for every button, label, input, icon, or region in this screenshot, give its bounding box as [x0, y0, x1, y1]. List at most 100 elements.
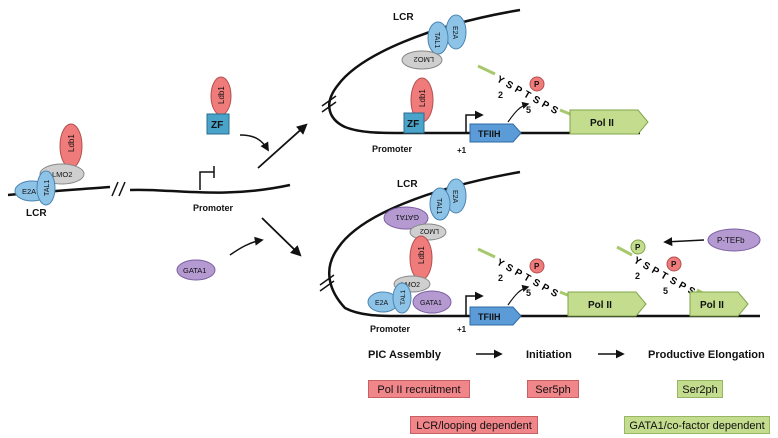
- ldb1-label: Ldb1: [217, 86, 226, 104]
- arrow-to-bottom: [261, 217, 302, 257]
- kinase-arrow: [507, 284, 530, 306]
- pol2-complex: [569, 109, 649, 135]
- stage-initiation: Initiation: [526, 349, 572, 361]
- phospho-label: P: [671, 260, 677, 269]
- zf-label: ZF: [407, 119, 419, 130]
- dna-loop-bottom: [328, 170, 760, 318]
- zf-domain: [206, 113, 230, 135]
- gata1-free-protein: [176, 259, 216, 281]
- tal1-label: TAL1: [400, 290, 407, 305]
- promoter-label: Promoter: [193, 203, 234, 213]
- break-mark: [321, 95, 337, 107]
- ctd-residue: S: [641, 260, 653, 273]
- lcr-label: LCR: [393, 12, 414, 23]
- ctd-residue: S: [549, 104, 561, 117]
- e2a-label: E2A: [451, 190, 458, 204]
- ctd-residue: Y: [495, 74, 507, 87]
- ctd-residue: P: [513, 267, 525, 280]
- tfiih-complex: [469, 123, 522, 143]
- e2a-label: E2A: [375, 300, 389, 307]
- pol2-complex: [567, 291, 647, 317]
- ser5-index: 5: [526, 288, 531, 298]
- pol2-complex: [689, 291, 749, 317]
- ctd-residue: S: [549, 287, 561, 300]
- break-mark: [118, 181, 126, 197]
- pol2-label: Pol II: [590, 118, 614, 129]
- ser2-index: 2: [498, 273, 503, 283]
- arrow-to-top: [257, 123, 308, 169]
- lmo2-protein: [401, 50, 443, 70]
- stage-row: PIC Assembly Initiation Productive Elong…: [368, 349, 765, 361]
- ctd-residue: S: [531, 94, 543, 107]
- lmo2-label: LMO2: [414, 55, 434, 64]
- ctd-residue: S: [504, 262, 516, 275]
- ldb1-label: Ldb1: [67, 134, 76, 152]
- ser2-index: 2: [635, 271, 640, 281]
- e2a-label: E2A: [451, 26, 458, 40]
- gata1-label: GATA1: [420, 300, 442, 307]
- ctd-residue: S: [531, 277, 543, 290]
- ctd-residue: T: [522, 89, 533, 102]
- lmo2-label: LMO2: [420, 227, 439, 234]
- ctd-residue: P: [677, 280, 689, 293]
- curved-arrow: [229, 236, 264, 256]
- ser5ph-box: Ser5ph: [527, 380, 579, 398]
- ctd-residue: T: [522, 272, 533, 285]
- phospho-label: P: [534, 80, 540, 89]
- tfiih-complex: [469, 306, 522, 326]
- tal1-label: TAL1: [44, 180, 51, 196]
- plus-one-label: +1: [457, 146, 467, 155]
- phospho-label: P: [635, 243, 641, 252]
- zf-domain: [403, 112, 425, 134]
- stage-elongation: Productive Elongation: [648, 349, 765, 361]
- gata1-label: GATA1: [183, 266, 206, 275]
- gata1-dependent-box: GATA1/co-factor dependent: [624, 416, 770, 434]
- tfiih-label: TFIIH: [478, 312, 501, 322]
- ctd-residue: P: [650, 265, 662, 278]
- pol2-label: Pol II: [588, 300, 612, 311]
- promoter-label: Promoter: [370, 324, 411, 334]
- bottom-panel: LCR E2A TAL1 GATA1 LMO2 Ldb1 LMO2 E2A TA…: [319, 170, 761, 334]
- left-panel: Promoter Ldb1 LMO2 E2A TAL1 LCR Ldb1 ZF …: [7, 76, 308, 281]
- tss-arrow: [465, 291, 484, 316]
- lmo2-label: LMO2: [52, 170, 72, 179]
- tfiih-label: TFIIH: [478, 129, 501, 139]
- ldb1-label: Ldb1: [418, 89, 427, 107]
- ctd-residue: P: [513, 84, 525, 97]
- tal1-protein: [36, 170, 56, 206]
- ctd-sequence: Y S P T S P S: [495, 74, 561, 117]
- ctd-residue: S: [668, 275, 680, 288]
- ctd-sequence: Y S P T S P S: [495, 257, 561, 300]
- ctd-residue: Y: [632, 255, 644, 268]
- tal1-label: TAL1: [435, 198, 442, 214]
- phospho-ser5: [529, 258, 545, 274]
- break-mark: [321, 101, 337, 113]
- ctd-residue: S: [504, 79, 516, 92]
- promoter-label: Promoter: [372, 144, 413, 154]
- gata1-protein: [412, 290, 452, 314]
- kinase-arrow: [507, 101, 530, 123]
- lcr-label: LCR: [397, 179, 418, 190]
- ptefb-label: P-TEFb: [717, 236, 745, 245]
- curved-arrow: [239, 134, 269, 152]
- ser5-index: 5: [663, 286, 668, 296]
- tal1-protein: [429, 187, 451, 221]
- pol2-label: Pol II: [700, 300, 724, 311]
- gata1-protein: [383, 206, 429, 230]
- phospho-ser5: [529, 76, 545, 92]
- lcr-label: LCR: [26, 208, 47, 219]
- phospho-ser5: [666, 256, 682, 272]
- ctd-residue: T: [659, 270, 670, 283]
- break-mark: [111, 181, 119, 197]
- plus-one-label: +1: [457, 325, 467, 334]
- dna-strand-left-2: [129, 183, 291, 194]
- ser2ph-box: Ser2ph: [677, 380, 723, 398]
- ldb1-label: Ldb1: [417, 246, 426, 264]
- phospho-ser2: [630, 239, 646, 255]
- phospho-label: P: [534, 262, 540, 271]
- ctd-residue: P: [540, 99, 552, 112]
- ptefb-protein: [707, 228, 761, 252]
- promoter-blocked-arrow: [199, 171, 214, 190]
- ctd-residue: P: [540, 282, 552, 295]
